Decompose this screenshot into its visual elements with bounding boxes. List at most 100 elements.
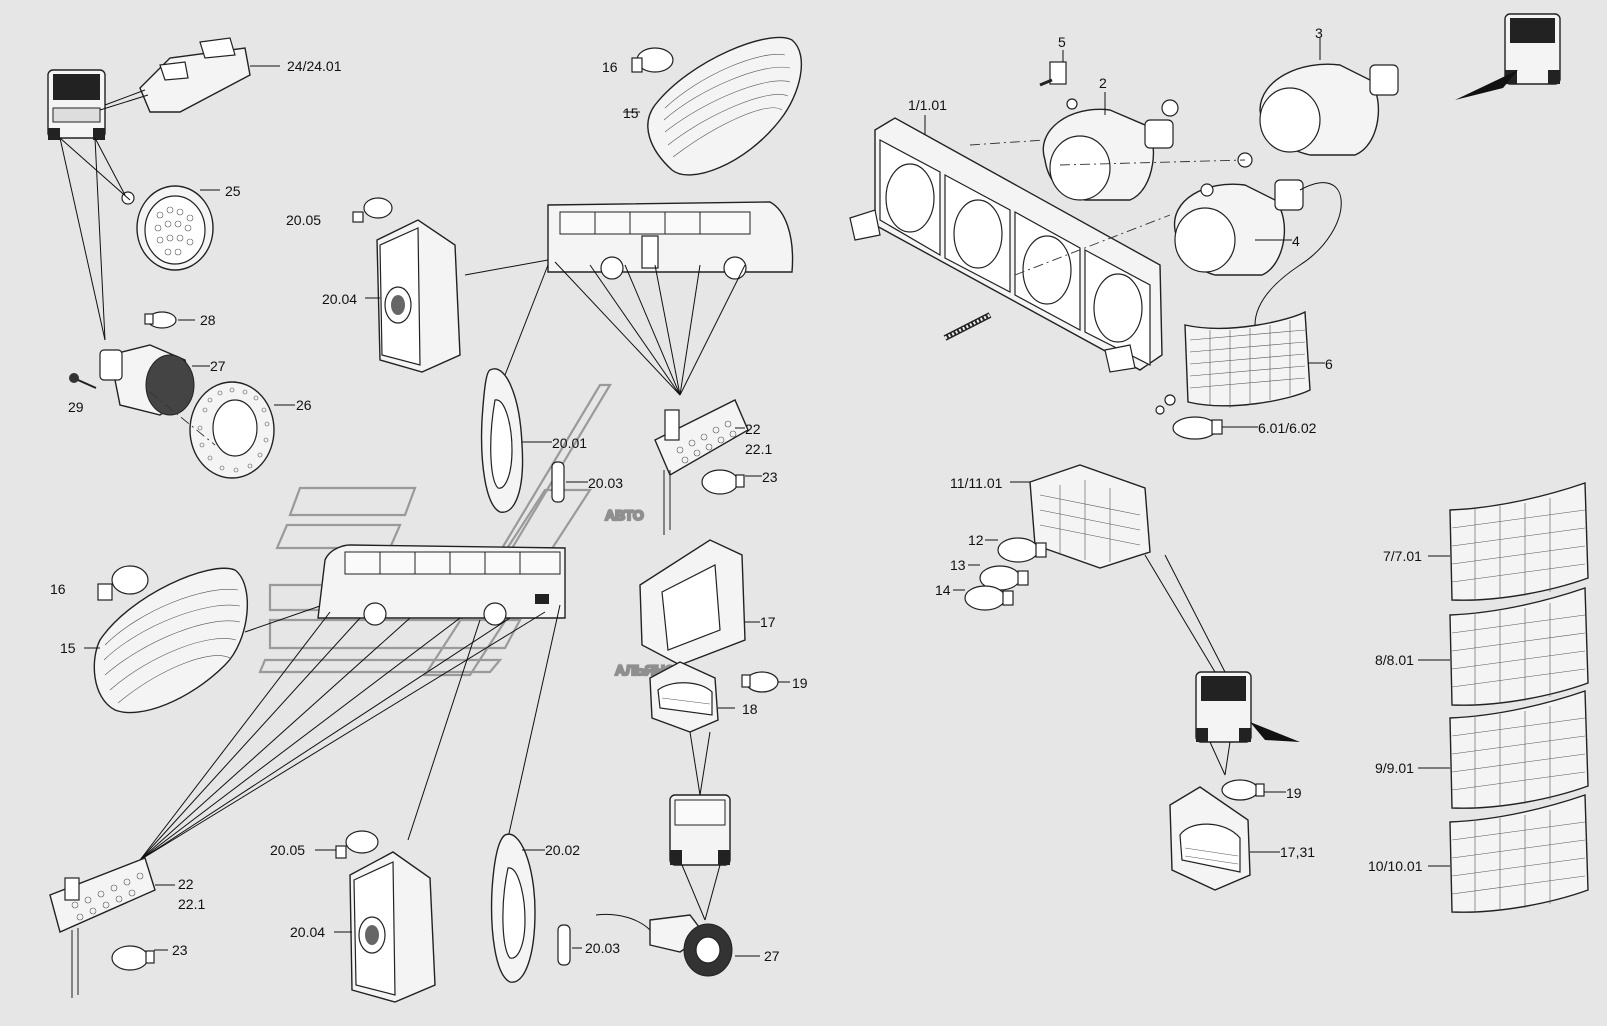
part-26-perforated-ring (189, 381, 275, 479)
part-3-headlamp-unit (1259, 63, 1399, 156)
callout-1-1-01: 1/1.01 (908, 97, 947, 113)
part-20-04-lamp-top (376, 219, 461, 373)
part-15-lens-bottom (93, 567, 248, 714)
callout-16-bottom: 16 (50, 581, 66, 597)
part-25-round-lamp (121, 185, 214, 271)
callout-9-9-01: 9/9.01 (1375, 760, 1414, 776)
part-17-31-lamp-right (1169, 786, 1251, 891)
bus-front-view-icon (47, 69, 106, 140)
callout-22-1-bottom: 22.1 (178, 896, 205, 912)
callout-6: 6 (1325, 356, 1333, 372)
part-5-h-bulb (1039, 61, 1078, 110)
part-6-lens (1184, 310, 1311, 408)
part-20-02-side-marker (490, 833, 536, 983)
callout-20-02: 20.02 (545, 842, 580, 858)
callout-22-bottom: 22 (178, 876, 194, 892)
callout-15-top: 15 (623, 105, 639, 121)
callout-14: 14 (935, 582, 951, 598)
part-22-marker-bottom (49, 857, 156, 998)
callout-20-03-mid: 20.03 (588, 475, 623, 491)
callout-20-05-bottom: 20.05 (270, 842, 305, 858)
callout-22-1-mid: 22.1 (745, 441, 772, 457)
callout-28: 28 (200, 312, 216, 328)
callout-15-bottom: 15 (60, 640, 76, 656)
part-20-01-side-marker (480, 368, 524, 513)
part-9-lens (1449, 690, 1589, 809)
callout-20-04-top: 20.04 (322, 291, 357, 307)
callout-8-8-01: 8/8.01 (1375, 652, 1414, 668)
part-27-socket-top (99, 344, 195, 416)
part-10-lens (1449, 794, 1589, 913)
callout-3: 3 (1315, 25, 1323, 41)
callout-22-mid: 22 (745, 421, 761, 437)
callout-29: 29 (68, 399, 84, 415)
part-17-lamp-housing (639, 539, 746, 666)
watermark-logo (258, 383, 612, 677)
part-20-03-festoon-mid (551, 461, 565, 503)
callout-5: 5 (1058, 34, 1066, 50)
callout-27-top: 27 (210, 358, 226, 374)
part-11-rear-lamp (1029, 464, 1151, 569)
bus-front-view-bottom-icon (669, 794, 731, 866)
callout-20-03-bottom: 20.03 (585, 940, 620, 956)
part-19-bulb-right (1221, 779, 1265, 801)
part-28-bulb (144, 311, 177, 329)
part-20-05-bulb-top (352, 197, 393, 223)
part-13-bulb (979, 565, 1029, 591)
part-16-bulb-bottom (97, 565, 149, 601)
leader-fan-bottom-bus (139, 604, 561, 861)
part-23-bulb-bottom (111, 945, 155, 971)
part-8-lens (1449, 587, 1589, 706)
part-2-headlamp-unit (1042, 99, 1179, 201)
part-bolt (943, 312, 992, 341)
part-18-lamp (649, 661, 719, 733)
part-24-housing (139, 37, 251, 113)
part-27-socket-bottom (595, 913, 733, 977)
callout-23-mid: 23 (762, 469, 778, 485)
part-29-screw (69, 373, 97, 389)
bus-front-view-top-right-icon (1455, 13, 1561, 100)
bus-front-view-right-icon (1195, 671, 1300, 743)
callout-17-31: 17,31 (1280, 844, 1315, 860)
callout-24-24-01: 24/24.01 (287, 58, 342, 74)
part-12-bulb (997, 537, 1047, 563)
callout-26: 26 (296, 397, 312, 413)
part-20-04-lamp-bottom (349, 851, 436, 1003)
callout-18: 18 (742, 701, 758, 717)
callout-25: 25 (225, 183, 241, 199)
callout-2: 2 (1099, 75, 1107, 91)
bus-side-view-bottom-icon (317, 544, 566, 626)
callout-11-11-01: 11/11.01 (950, 475, 1003, 491)
callout-16-top: 16 (602, 59, 618, 75)
callout-17: 17 (760, 614, 776, 630)
callout-19-mid: 19 (792, 675, 808, 691)
callout-23-bottom: 23 (172, 942, 188, 958)
bus-side-view-top-icon (547, 201, 794, 280)
callout-20-05-top: 20.05 (286, 212, 321, 228)
callout-20-01: 20.01 (552, 435, 587, 451)
callout-12: 12 (968, 532, 984, 548)
part-1-headlamp-frame (849, 117, 1163, 373)
part-20-03-festoon-bottom (557, 924, 571, 966)
callout-27-bottom: 27 (764, 948, 780, 964)
callout-13: 13 (950, 557, 966, 573)
callout-19-right: 19 (1286, 785, 1302, 801)
part-4-headlamp-unit (1173, 152, 1342, 326)
callout-10-10-01: 10/10.01 (1368, 858, 1423, 874)
part-7-lens (1449, 482, 1589, 601)
callout-20-04-bottom: 20.04 (290, 924, 325, 940)
watermark-line1: АВТО (605, 507, 644, 523)
part-23-bulb-mid (701, 469, 745, 495)
part-16-bulb-top (631, 47, 674, 73)
part-6-01-bulb (1155, 394, 1223, 440)
part-14-bulb (964, 585, 1014, 611)
part-22-marker-mid (654, 399, 749, 535)
part-15-lens-top (647, 36, 803, 176)
callout-6-01-6-02: 6.01/6.02 (1258, 420, 1317, 436)
callout-7-7-01: 7/7.01 (1383, 548, 1422, 564)
callout-4: 4 (1292, 233, 1300, 249)
part-19-bulb-mid (741, 671, 779, 693)
part-20-05-bulb-bottom (335, 830, 379, 859)
